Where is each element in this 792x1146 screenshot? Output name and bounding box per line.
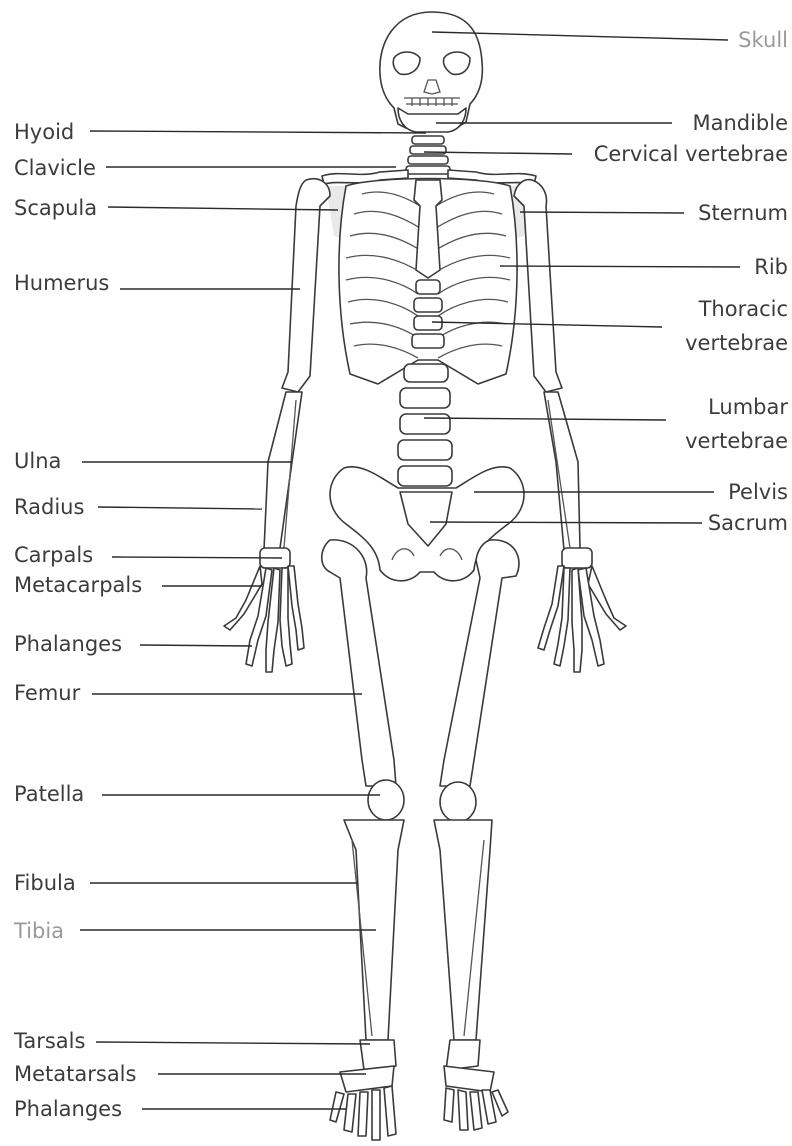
label-sternum: Sternum (698, 201, 788, 225)
label-fibula: Fibula (14, 871, 76, 895)
label-femur: Femur (14, 681, 81, 705)
label-hyoid: Hyoid (14, 120, 74, 144)
hyoid-leader (90, 131, 426, 133)
label-metacarpals: Metacarpals (14, 573, 142, 597)
radius-leader (98, 507, 262, 509)
skeleton-figure (224, 12, 626, 1140)
foot-bones-right (330, 1040, 396, 1140)
label-lumbar-line1: Lumbar (708, 395, 788, 419)
label-sacrum: Sacrum (708, 511, 788, 535)
label-scapula: Scapula (14, 196, 97, 220)
label-skull: Skull (738, 28, 788, 52)
femur-bone-right (322, 540, 396, 786)
hand-bones-right (224, 548, 304, 672)
label-clavicle: Clavicle (14, 156, 96, 180)
sternum-leader (520, 212, 684, 213)
label-phalanges-hand: Phalanges (14, 632, 122, 656)
forearm-bones-right (264, 392, 302, 550)
label-humerus: Humerus (14, 271, 109, 295)
skull-bone (380, 12, 483, 128)
carpals-leader (112, 557, 282, 558)
label-mandible: Mandible (692, 111, 788, 135)
tarsals-leader (96, 1042, 370, 1044)
hand-bones-left (538, 548, 626, 672)
label-metatarsals: Metatarsals (14, 1062, 136, 1086)
patella-bone-right (368, 780, 404, 820)
label-rib: Rib (754, 255, 788, 279)
label-thoracic-line2: vertebrae (685, 331, 788, 355)
label-thoracic-line1: Thoracic (698, 297, 788, 321)
humerus-bone-right (282, 179, 330, 392)
label-carpals: Carpals (14, 543, 93, 567)
cervical-vertebrae-bones (406, 136, 450, 174)
patella-bone-left (440, 782, 476, 822)
label-tibia: Tibia (13, 919, 64, 943)
label-phalanges-foot: Phalanges (14, 1097, 122, 1121)
label-pelvis: Pelvis (728, 480, 788, 504)
lumbar-leader (424, 418, 666, 420)
sternum-bone (414, 180, 442, 278)
foot-bones-left (444, 1040, 508, 1130)
label-patella: Patella (14, 782, 84, 806)
forearm-bones-left (544, 392, 580, 550)
label-radius: Radius (14, 495, 84, 519)
label-cervical-vertebrae: Cervical vertebrae (594, 142, 788, 166)
label-tarsals: Tarsals (13, 1029, 85, 1053)
phalanges-hand-leader (140, 645, 252, 646)
cervical-leader (424, 152, 572, 154)
label-lumbar-line2: vertebrae (685, 429, 788, 453)
sacrum-leader (430, 522, 702, 523)
label-ulna: Ulna (14, 449, 61, 473)
